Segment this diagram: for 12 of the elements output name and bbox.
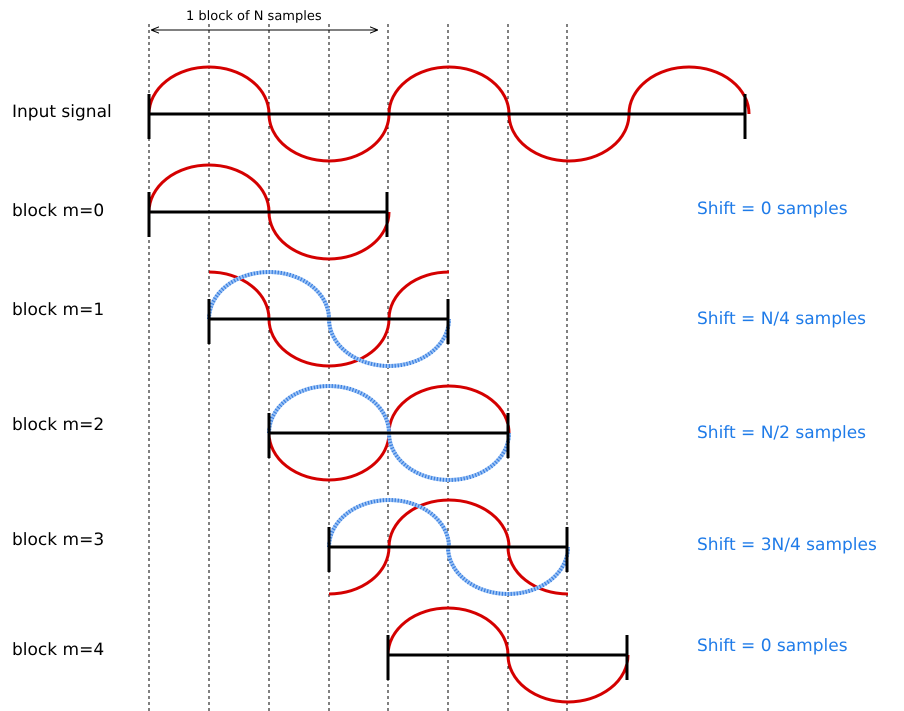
row-label: Input signal — [12, 102, 112, 122]
shift-label: Shift = 3N/4 samples — [697, 535, 877, 555]
row-label: block m=4 — [12, 640, 104, 660]
dimension-label: 1 block of N samples — [186, 8, 322, 26]
shift-label: Shift = N/4 samples — [697, 309, 866, 329]
row-label: block m=1 — [12, 300, 104, 320]
row-label: block m=3 — [12, 530, 104, 550]
row-label: block m=2 — [12, 415, 104, 435]
shift-label: Shift = N/2 samples — [697, 423, 866, 443]
shift-label: Shift = 0 samples — [697, 636, 848, 656]
row-label: block m=0 — [12, 201, 104, 221]
shift-label: Shift = 0 samples — [697, 199, 848, 219]
